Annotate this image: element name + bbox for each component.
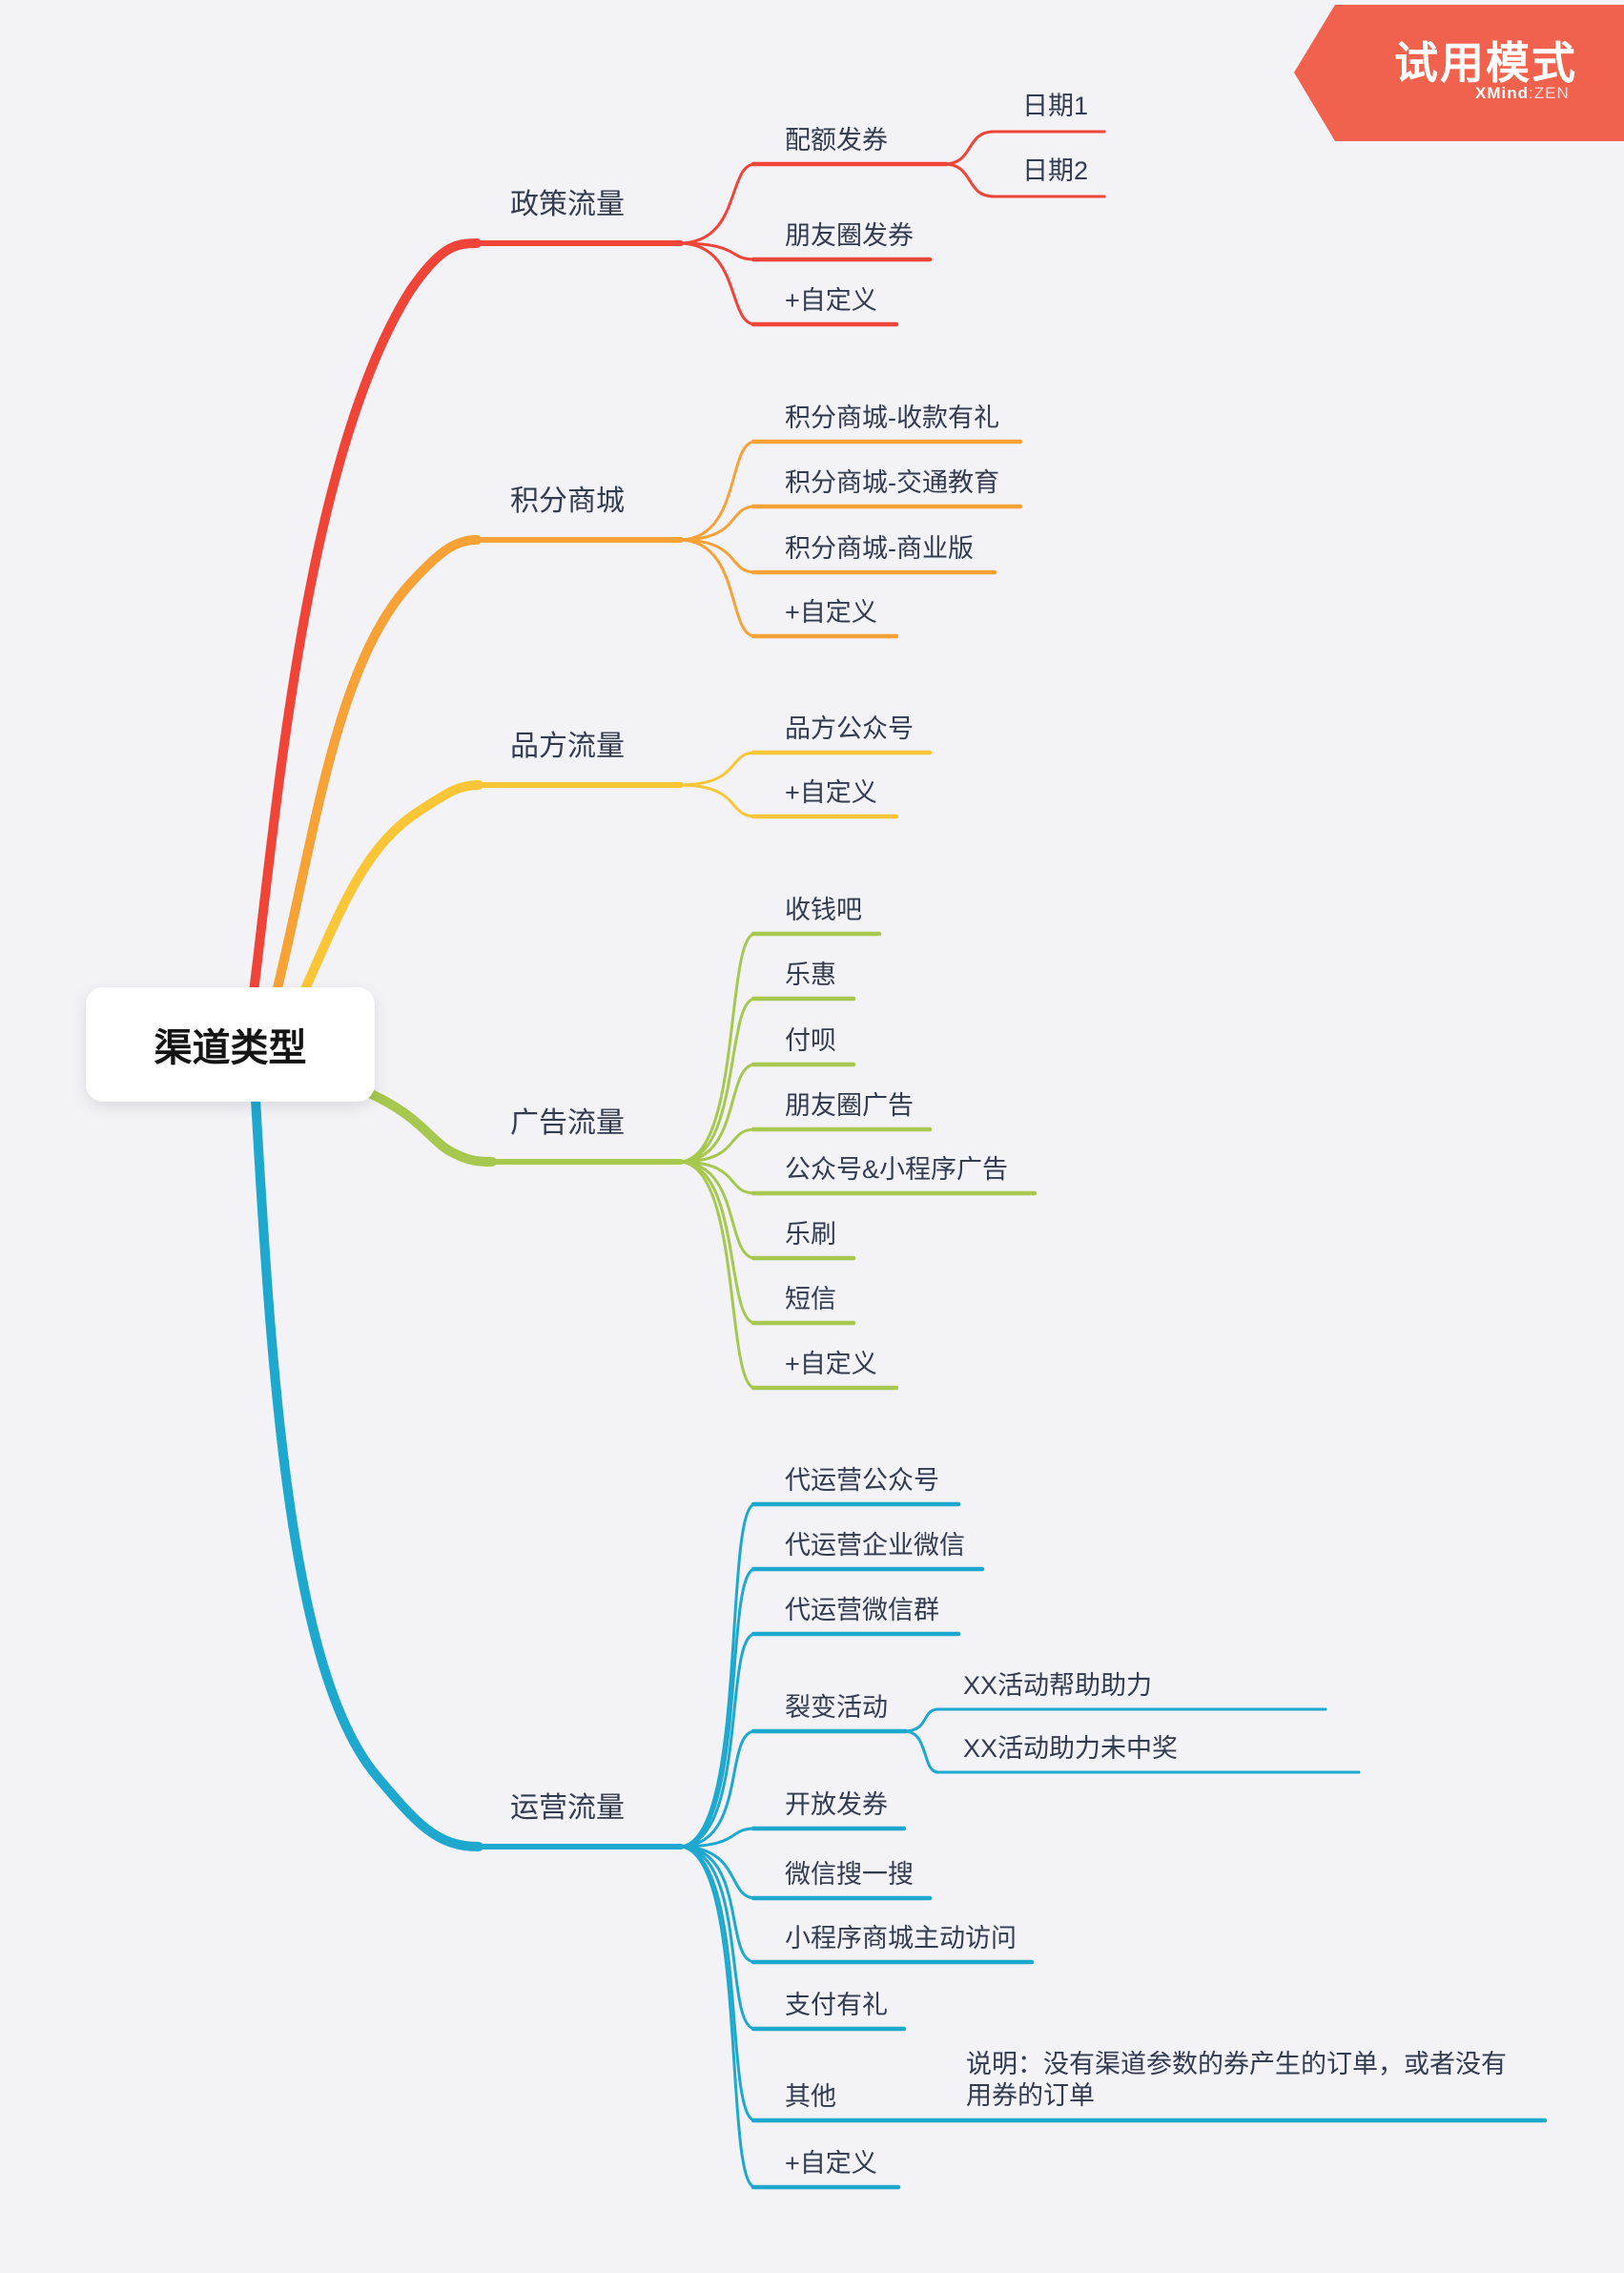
brand-suffix: :ZEN — [1529, 84, 1570, 102]
topic-fubei[interactable]: 付呗 — [785, 1026, 836, 1055]
topic-open-coupon[interactable]: 开放发券 — [785, 1790, 888, 1819]
topic-ad-custom[interactable]: +自定义 — [785, 1350, 877, 1378]
connector-curve — [677, 783, 757, 818]
connector-curve — [677, 538, 757, 574]
branch-curve — [296, 780, 483, 1004]
topic-date-2[interactable]: 日期2 — [1022, 156, 1089, 185]
connector-curve — [677, 1567, 757, 1849]
topic-ad-traffic[interactable]: 广告流量 — [510, 1107, 625, 1139]
brand-name: XMind — [1475, 84, 1529, 102]
topic-mall-custom[interactable]: +自定义 — [785, 598, 877, 627]
trial-badge-ribbon — [1294, 5, 1624, 141]
connector-curve — [677, 440, 757, 542]
connector-curve — [677, 1160, 757, 1260]
connector-curve — [902, 1729, 940, 1774]
topic-brand-official-account[interactable]: 品方公众号 — [785, 714, 914, 743]
connector-curve — [677, 1845, 757, 2031]
connector-curve — [677, 1502, 757, 1849]
root-topic[interactable]: 渠道类型 — [86, 987, 375, 1102]
branch-curve — [362, 1087, 497, 1167]
topic-fission-activity[interactable]: 裂变活动 — [785, 1693, 888, 1722]
trial-badge-brand: XMind:ZEN — [1475, 84, 1570, 103]
topic-policy-traffic[interactable]: 政策流量 — [510, 189, 625, 220]
branch-points-mall-lines — [270, 439, 1023, 1004]
connector-curve — [677, 241, 757, 326]
topic-operation-custom[interactable]: +自定义 — [785, 2149, 877, 2178]
connector-curve — [677, 1845, 757, 2189]
topic-moments-ad[interactable]: 朋友圈广告 — [785, 1091, 914, 1120]
topic-shouqianba[interactable]: 收钱吧 — [785, 896, 862, 924]
connector-curve — [677, 751, 757, 787]
connector-curve — [677, 1632, 757, 1849]
topic-points-mall[interactable]: 积分商城 — [510, 486, 625, 517]
connector-curve — [677, 505, 757, 542]
topic-mall-business[interactable]: 积分商城-商业版 — [785, 534, 974, 563]
connector-curve — [902, 1707, 940, 1733]
connector-curve — [942, 162, 996, 198]
connector-curve — [677, 1845, 757, 2122]
topic-activity-boost-no-win[interactable]: XX活动助力未中奖 — [963, 1734, 1179, 1763]
connector-curve — [677, 1160, 757, 1325]
topic-sms[interactable]: 短信 — [785, 1285, 836, 1313]
branch-ad-lines — [362, 931, 1038, 1391]
topic-quota-coupon[interactable]: 配额发券 — [785, 126, 888, 155]
branch-operation-lines — [251, 1094, 1548, 2190]
topic-brand-custom[interactable]: +自定义 — [785, 778, 877, 807]
topic-oa-miniapp-ad[interactable]: 公众号&小程序广告 — [785, 1155, 1009, 1184]
branch-curve — [248, 238, 482, 1004]
topic-date-1[interactable]: 日期1 — [1022, 92, 1089, 120]
branch-policy-lines — [248, 130, 1106, 1004]
connector-curve — [677, 1127, 757, 1164]
connector-curve — [677, 1063, 757, 1164]
topic-payment-gift[interactable]: 支付有礼 — [785, 1991, 888, 2019]
topic-policy-custom[interactable]: +自定义 — [785, 286, 877, 315]
connector-curve — [677, 241, 757, 261]
topic-mall-transport-edu[interactable]: 积分商城-交通教育 — [785, 468, 999, 497]
topic-brand-traffic[interactable]: 品方流量 — [510, 731, 625, 762]
branch-curve — [270, 535, 482, 1004]
topic-operation-traffic[interactable]: 运营流量 — [510, 1792, 625, 1824]
topic-agent-wecom[interactable]: 代运营企业微信 — [785, 1531, 965, 1560]
branch-curve — [251, 1094, 483, 1851]
topic-leshua[interactable]: 乐刷 — [785, 1220, 836, 1249]
topic-miniapp-mall-visit[interactable]: 小程序商城主动访问 — [785, 1924, 1017, 1953]
connector-curve — [677, 1827, 757, 1849]
topic-moments-coupon[interactable]: 朋友圈发券 — [785, 221, 914, 250]
topic-mall-payment-gift[interactable]: 积分商城-收款有礼 — [785, 403, 999, 432]
connector-curve — [677, 932, 757, 1164]
connector-curve — [677, 1160, 757, 1390]
connector-curve — [677, 1160, 757, 1195]
connector-curve — [677, 997, 757, 1164]
topic-other[interactable]: 其他 — [785, 2082, 836, 2111]
topic-lehui[interactable]: 乐惠 — [785, 961, 836, 989]
connector-curve — [677, 538, 757, 638]
connector-curve — [677, 1729, 757, 1849]
branch-brand-lines — [296, 750, 933, 1004]
topic-activity-help-boost[interactable]: XX活动帮助助力 — [963, 1671, 1153, 1700]
topic-agent-official-account[interactable]: 代运营公众号 — [785, 1466, 939, 1495]
other-topic-note: 说明：没有渠道参数的券产生的订单，或者没有用券的订单 — [966, 2050, 1507, 2110]
connector-curve — [677, 162, 757, 245]
topic-wechat-search[interactable]: 微信搜一搜 — [785, 1860, 914, 1889]
trial-badge-title: 试用模式 — [1394, 38, 1577, 88]
connector-curve — [942, 130, 996, 166]
topic-agent-wechat-group[interactable]: 代运营微信群 — [785, 1596, 939, 1624]
connector-curve — [677, 1845, 757, 1964]
